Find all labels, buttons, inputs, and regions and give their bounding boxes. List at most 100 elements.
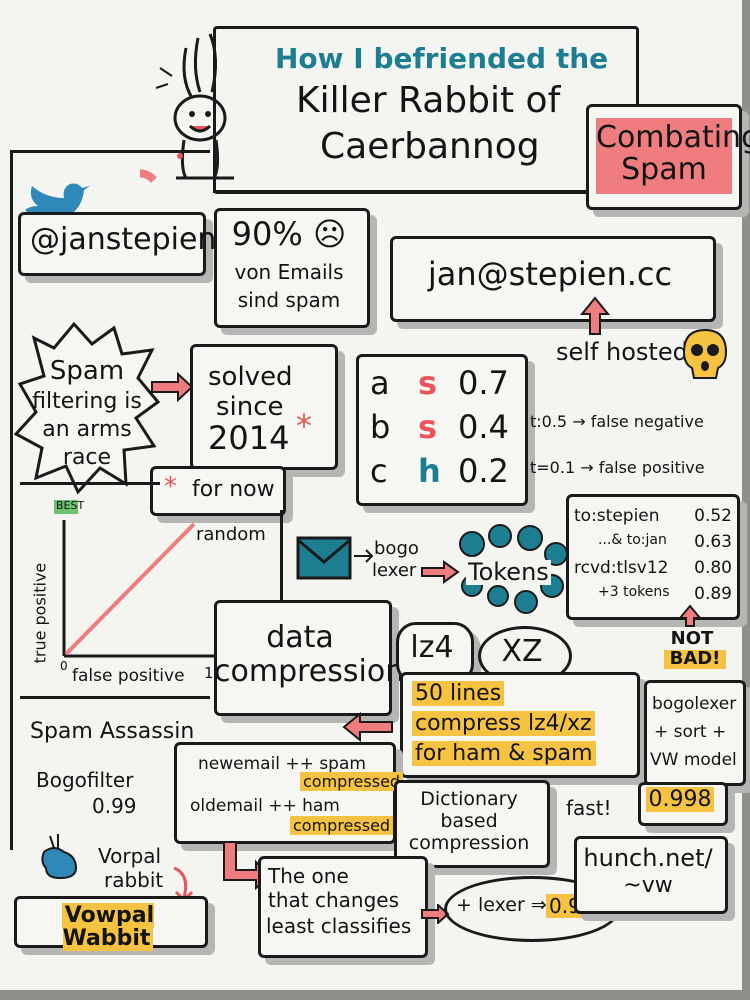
dictionary-l1: Dictionary [420,788,518,810]
self-hosted: self hosted [556,338,688,366]
bird-icon [25,183,90,221]
arms-race-l4: race [62,445,112,470]
vorpal-l2: rabbit [104,868,164,892]
not-bad-l1: NOT [670,628,714,649]
fifty-l1-text: 50 lines [412,681,505,706]
lz4: lz4 [410,630,454,665]
token-name: rcvd:tlsv12 [574,558,669,578]
token-name: to:stepien [574,506,660,526]
vowpal-text: Vowpal Wabbit [61,903,155,952]
scores-box [356,354,528,506]
stat-value: 90% ☹ [231,215,347,253]
title-underline [213,190,603,193]
title-line2: Killer Rabbit of [296,80,561,121]
tokens-arrow-icon [421,560,460,584]
for-now-star: * [164,472,177,502]
one-that-l1: The one [268,864,349,888]
small-arrow-icon [354,549,374,563]
arms-race-l2: filtering is [32,389,142,414]
score-value: 0.7 [458,364,509,402]
compress-r1b-text: compressed [300,772,404,791]
data-compression-l1: data [266,620,334,655]
not-bad-arrow-icon [678,604,702,627]
solved-l1: solved [208,362,293,392]
roc-x1: 1 [204,664,214,682]
stat-line3: sind spam [237,288,341,312]
lexer-label-2: + lexer ⇒ [456,894,547,916]
compress-r1b: compressed [300,772,404,791]
bogo-label: bogo [374,538,419,559]
bogofilter-val: 0.99 [92,794,137,818]
rabbit-icon [140,33,234,183]
stat-box [214,208,370,328]
solved-box [190,344,338,470]
bogolexer-l3: VW model [650,750,737,770]
score-letter: a [370,364,390,402]
compress-r2a: oldemail ++ ham [190,796,340,816]
frame-line-left [10,150,13,850]
roc-random: random [196,524,266,545]
fast: fast! [566,796,612,820]
score-class: s [418,408,438,446]
not-bad-l2: BAD! [664,649,726,669]
token-scores-box [566,494,740,620]
bogolexer-l1: bogolexer [652,694,737,714]
solved-star: * [296,407,312,445]
skull-icon [682,328,728,379]
email-box [390,236,716,322]
arms-race-l3: an arms [42,417,132,442]
hunch-l1: hunch.net/ [583,844,713,872]
up-arrow-icon [580,296,610,335]
compress-r2b: compressed [290,816,394,835]
data-compression-box [214,600,392,716]
email: jan@stepien.cc [427,255,673,293]
envelope-icon [296,536,352,580]
arms-race-burst [14,321,160,495]
for-now: for now [192,477,275,502]
roc-best: BEST [56,499,85,512]
xz: XZ [501,634,543,669]
roc-chart [54,500,214,658]
token-name: ...& to:jan [598,532,667,548]
lexer-arrow-icon [421,904,450,924]
score-letter: b [370,408,391,446]
token-value: 0.89 [694,584,732,604]
roc-frame-bottom [20,696,210,699]
score-0998-text: 0.998 [645,787,715,812]
roc-frame-top [20,482,160,485]
dictionary-box [394,780,550,868]
score-0998: 0.998 [638,787,722,812]
compress-r1a: newemail ++ spam [198,754,366,774]
solved-l3: 2014 [208,419,290,457]
threshold-2: t=0.1 → false positive [530,458,705,477]
score-class: h [418,452,441,490]
subtitle: Combating Spam [596,118,750,194]
vorpal-l1: Vorpal [98,844,162,868]
solved-l2: since [216,392,284,422]
frame-line-top [10,150,210,153]
right-arrow-icon [151,372,194,402]
bogofilter-name: Bogofilter [36,768,134,792]
score-class: s [418,364,438,402]
score-letter: c [370,452,388,490]
hunch-box [574,836,728,914]
stat-line2: von Emails [234,260,344,284]
handle-box [18,212,206,276]
fifty-l2-text: compress lz4/xz [412,711,595,736]
roc-xlabel: false positive [72,666,185,686]
fifty-l3: for ham & spam [412,741,596,766]
fifty-l3-text: for ham & spam [412,741,596,766]
one-that-l3: least classifies [266,914,412,938]
compress-r2b-text: compressed [290,816,394,835]
left-arrow-icon [342,712,393,742]
data-compression-l2: compression [214,654,405,689]
tokens-label: Tokens [466,558,551,586]
token-name: +3 tokens [598,584,670,600]
for-now-box [150,466,286,516]
fifty-l1: 50 lines [412,681,505,706]
